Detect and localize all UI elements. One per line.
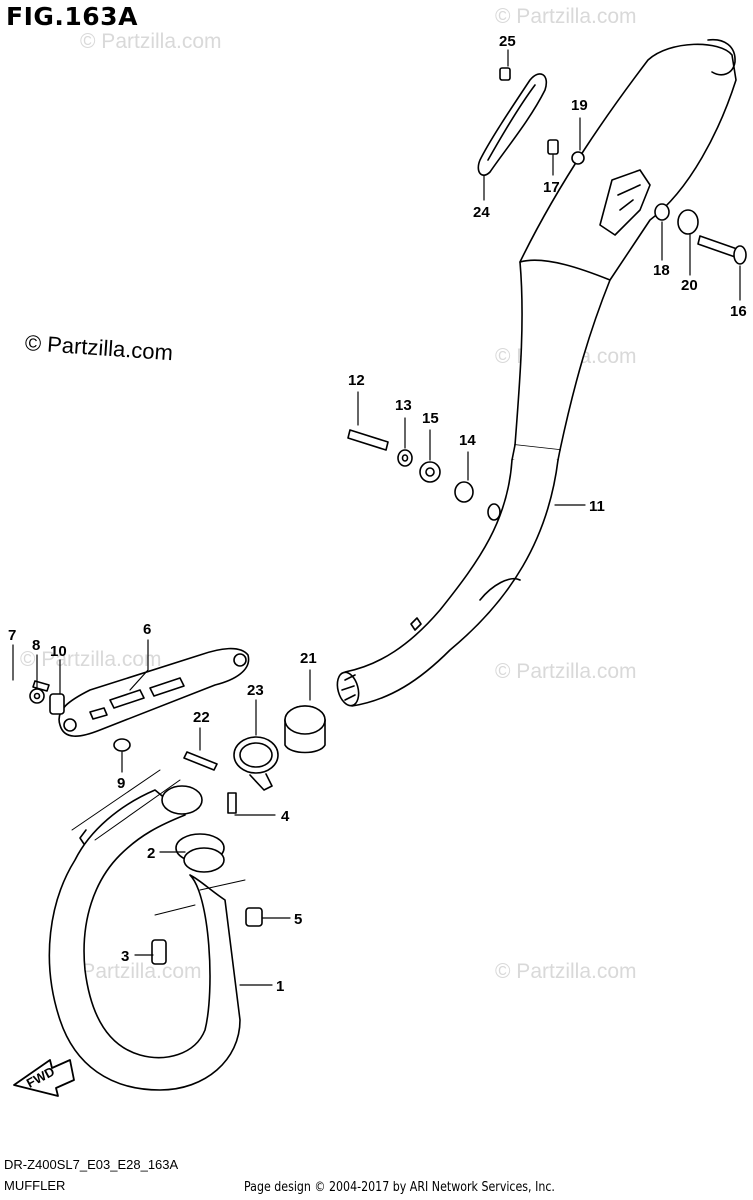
callout-14[interactable]: 14 (459, 432, 476, 449)
watermark: © Partzilla.com (80, 30, 222, 53)
bracket-24[interactable] (477, 73, 548, 176)
callout-13[interactable]: 13 (395, 397, 412, 414)
callout-1[interactable]: 1 (276, 978, 284, 995)
callout-22[interactable]: 22 (193, 709, 210, 726)
callout-9[interactable]: 9 (117, 775, 125, 792)
callout-11[interactable]: 11 (589, 498, 605, 515)
callout-6[interactable]: 6 (143, 621, 151, 638)
collar-14[interactable] (454, 481, 474, 503)
callout-19[interactable]: 19 (571, 97, 588, 114)
page-copyright: Page design © 2004-2017 by ARI Network S… (244, 1180, 555, 1195)
washer-8[interactable] (29, 688, 45, 704)
callout-25[interactable]: 25 (499, 33, 516, 50)
callout-16[interactable]: 16 (730, 303, 747, 320)
callout-24[interactable]: 24 (473, 204, 490, 221)
callout-12[interactable]: 12 (348, 372, 365, 389)
grommet-15[interactable] (419, 461, 441, 483)
callout-21[interactable]: 21 (300, 650, 317, 667)
callout-20[interactable]: 20 (681, 277, 698, 294)
callout-17[interactable]: 17 (543, 179, 560, 196)
callout-4[interactable]: 4 (281, 808, 290, 825)
nut-17[interactable] (547, 139, 559, 155)
model-code: DR-Z400SL7_E03_E28_163A (4, 1157, 179, 1172)
bolt-9[interactable] (113, 738, 131, 752)
clamp-23[interactable] (233, 736, 279, 791)
bracket-6[interactable] (58, 647, 250, 737)
figure-title: FIG.163A (6, 2, 138, 31)
washer-19[interactable] (571, 151, 585, 165)
callout-5[interactable]: 5 (294, 911, 302, 928)
watermark: © Partzilla.com (495, 660, 637, 683)
callout-7[interactable]: 7 (8, 627, 16, 644)
callout-23[interactable]: 23 (247, 682, 264, 699)
stud-4[interactable] (227, 792, 237, 814)
bolt-12[interactable] (347, 429, 389, 451)
washer-18[interactable] (654, 203, 670, 221)
callout-15[interactable]: 15 (422, 410, 439, 427)
front-pipe[interactable] (48, 785, 241, 1091)
callout-18[interactable]: 18 (653, 262, 670, 279)
nut-5[interactable] (245, 907, 263, 927)
washer-13[interactable] (397, 449, 413, 467)
muffler-body[interactable] (334, 38, 737, 708)
watermark: © Partzilla.com (495, 960, 637, 983)
callout-2[interactable]: 2 (147, 845, 155, 862)
collar-20[interactable] (677, 209, 699, 235)
bolt-16[interactable] (697, 235, 747, 265)
watermark: © Partzilla.com (495, 5, 637, 28)
watermark: © Partzilla.com (60, 960, 202, 983)
nut-3[interactable] (151, 939, 167, 965)
watermark: © Partzilla.com (20, 648, 162, 671)
fwd-arrow (13, 1059, 75, 1097)
callout-8[interactable]: 8 (32, 637, 40, 654)
collar-10[interactable] (49, 693, 65, 715)
bolt-25[interactable] (499, 67, 511, 81)
bolt-22[interactable] (183, 751, 218, 771)
callout-3[interactable]: 3 (121, 948, 129, 965)
part-name: MUFFLER (4, 1178, 66, 1193)
callout-10[interactable]: 10 (50, 643, 67, 660)
gasket-21[interactable] (284, 705, 326, 754)
